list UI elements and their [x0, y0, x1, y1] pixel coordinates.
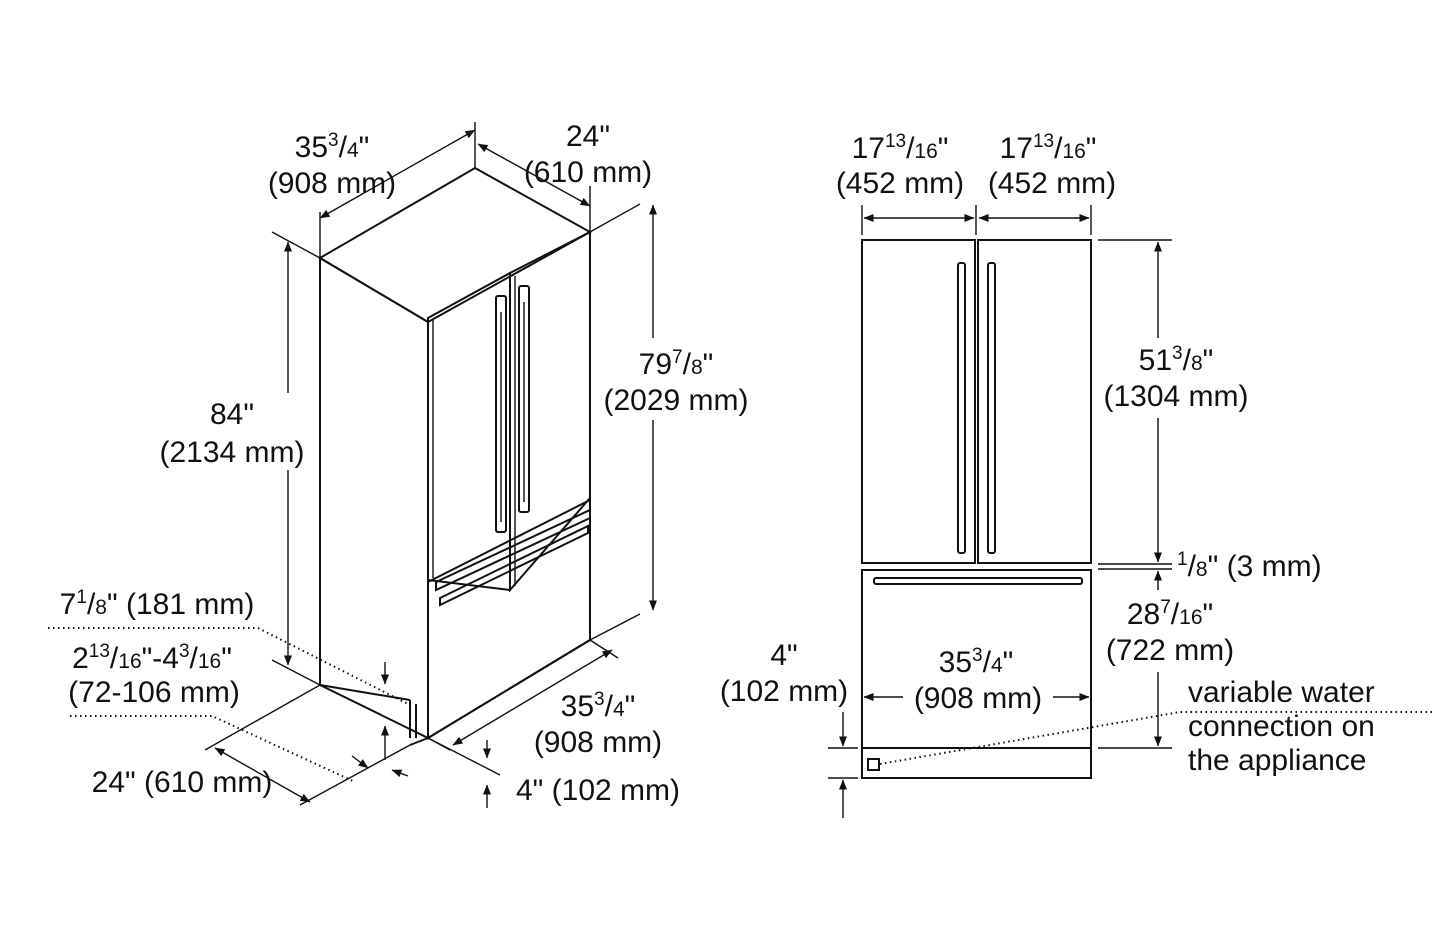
svg-text:213/16"-43/16": 213/16"-43/16" [72, 641, 232, 675]
svg-text:(908 mm): (908 mm) [914, 682, 1042, 715]
svg-text:(452 mm): (452 mm) [836, 167, 964, 200]
iso-dim-front-width: 353/4" (908 mm) [427, 639, 662, 759]
front-view: 1713/16" (452 mm) 1713/16" (452 mm) 513/… [720, 131, 1432, 818]
svg-text:variable water: variable water [1188, 676, 1375, 709]
svg-text:(2029 mm): (2029 mm) [603, 384, 748, 417]
front-dim-drawer-height: 287/16" (722 mm) [1098, 597, 1234, 749]
svg-text:(102 mm): (102 mm) [720, 675, 848, 708]
iso-dim-toe-range: 213/16"-43/16" (72-106 mm) [68, 641, 409, 783]
svg-text:287/16": 287/16" [1127, 597, 1213, 631]
svg-text:1713/16": 1713/16" [1000, 131, 1097, 165]
svg-text:(72-106 mm): (72-106 mm) [68, 676, 240, 709]
svg-text:(1304 mm): (1304 mm) [1103, 380, 1248, 413]
svg-text:the appliance: the appliance [1188, 744, 1366, 777]
svg-text:(908 mm): (908 mm) [534, 726, 662, 759]
iso-plinth [319, 684, 429, 746]
iso-dim-toe-height: 71/8" (181 mm) [48, 587, 411, 760]
front-dim-upper-height: 513/8" (1304 mm) [1098, 239, 1249, 570]
isometric-view: 353/4" (908 mm) 24" (610 mm) 84" (2134 m… [48, 120, 749, 808]
svg-text:24": 24" [566, 120, 610, 153]
front-dim-width: 353/4" (908 mm) [863, 645, 1090, 715]
svg-text:1/8" (3 mm): 1/8" (3 mm) [1177, 549, 1322, 583]
water-connection-icon [867, 758, 880, 771]
svg-text:(2134 mm): (2134 mm) [159, 436, 304, 469]
svg-text:connection on: connection on [1188, 710, 1375, 743]
svg-text:(722 mm): (722 mm) [1106, 634, 1234, 667]
iso-dim-door-height: 797/8" (2029 mm) [589, 203, 749, 641]
iso-french-doors [427, 230, 591, 593]
svg-text:4": 4" [770, 639, 797, 672]
iso-door-handles [495, 285, 530, 533]
svg-text:353/4": 353/4" [561, 689, 636, 723]
svg-text:(908 mm): (908 mm) [268, 167, 396, 200]
iso-dim-base-depth: 24" (610 mm) [92, 684, 411, 806]
front-dim-door-widths: 1713/16" (452 mm) 1713/16" (452 mm) [836, 131, 1116, 235]
iso-dim-top-width: 353/4" (908 mm) [268, 122, 476, 258]
svg-text:71/8" (181 mm): 71/8" (181 mm) [60, 587, 255, 621]
iso-dim-plinth: 4" (102 mm) [427, 737, 680, 808]
svg-text:(610 mm): (610 mm) [524, 156, 652, 189]
water-connection-note: variable water connection on the applian… [879, 676, 1432, 777]
svg-text:1713/16": 1713/16" [852, 131, 949, 165]
svg-text:353/4": 353/4" [939, 645, 1014, 679]
svg-text:353/4": 353/4" [295, 130, 370, 164]
iso-dim-top-depth: 24" (610 mm) [477, 120, 652, 232]
svg-text:84": 84" [210, 398, 254, 431]
svg-text:797/8": 797/8" [639, 347, 714, 381]
front-french-doors [861, 239, 1092, 564]
front-plinth [861, 747, 1092, 779]
front-dim-plinth: 4" (102 mm) [720, 639, 858, 818]
svg-text:4" (102 mm): 4" (102 mm) [516, 774, 680, 807]
svg-text:24" (610 mm): 24" (610 mm) [92, 766, 273, 799]
svg-text:(452 mm): (452 mm) [988, 167, 1116, 200]
svg-text:513/8": 513/8" [1139, 343, 1214, 377]
front-dim-gap: 1/8" (3 mm) [1154, 549, 1322, 590]
iso-dim-overall-height: 84" (2134 mm) [159, 231, 321, 686]
